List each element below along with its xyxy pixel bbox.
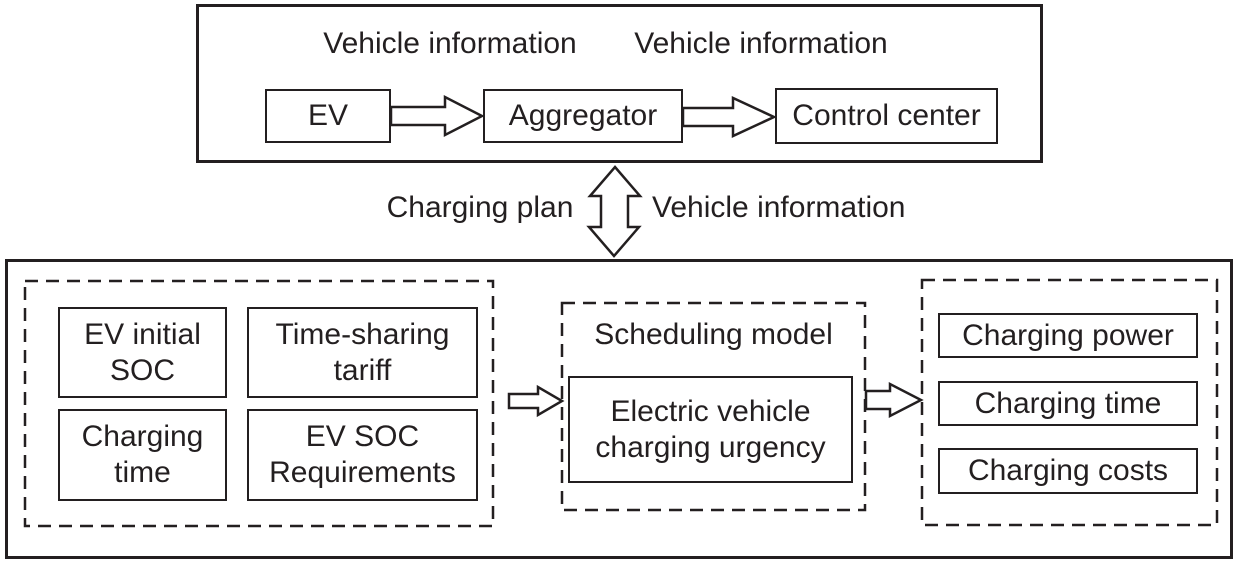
output-box-charging-costs: Charging costs — [938, 448, 1198, 494]
input-box-time-sharing-tariff: Time-sharing tariff — [247, 307, 478, 398]
arrow-aggregator-to-control-center — [681, 96, 777, 138]
arrow-double-vertical-link — [586, 165, 643, 258]
node-aggregator: Aggregator — [483, 89, 683, 143]
scheduling-panel — [5, 259, 1233, 559]
output-box-charging-power: Charging power — [938, 313, 1198, 358]
model-box-charging-urgency: Electric vehicle charging urgency — [568, 376, 853, 483]
input-box-charging-time: Charging time — [58, 409, 227, 501]
communication-panel — [196, 4, 1043, 163]
input-box-ev-initial-soc: EV initial SOC — [58, 307, 227, 398]
arrow-ev-to-aggregator — [389, 94, 485, 138]
link-label-vehicle-information: Vehicle information — [652, 191, 906, 224]
outputs-dashed-group — [920, 278, 1219, 527]
node-ev: EV — [265, 89, 391, 143]
scheduling-model-title: Scheduling model — [594, 318, 833, 351]
output-box-charging-time: Charging time — [938, 381, 1198, 426]
arrow-model-to-outputs — [864, 381, 924, 419]
flow-label-vehicle-information-left: Vehicle information — [323, 27, 577, 60]
arrow-inputs-to-model — [507, 384, 565, 418]
inputs-dashed-group — [23, 279, 495, 528]
link-label-charging-plan: Charging plan — [386, 191, 574, 224]
input-box-ev-soc-requirements: EV SOC Requirements — [247, 409, 478, 501]
node-control-center: Control center — [775, 88, 998, 144]
flow-label-vehicle-information-right: Vehicle information — [634, 27, 888, 60]
